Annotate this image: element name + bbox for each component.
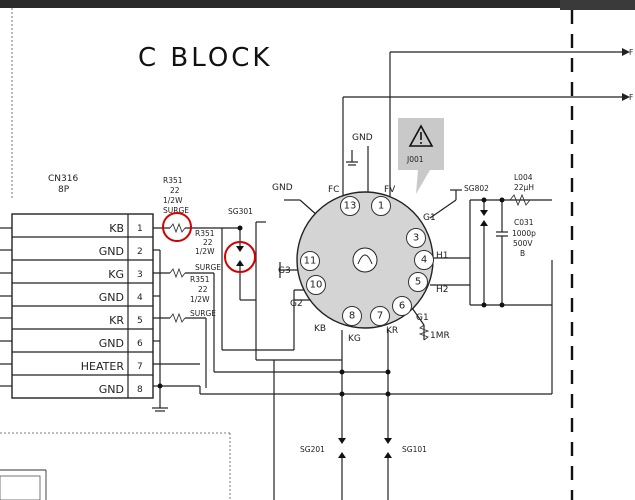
socket-pin-number: 5 <box>415 277 421 288</box>
socket-pin-circle <box>370 306 390 326</box>
svg-text:G1: G1 <box>423 213 436 223</box>
arrow-label-f2: F <box>629 93 633 102</box>
left-stubs <box>0 227 12 387</box>
bottom-left-traces <box>0 469 47 500</box>
connector-pin-number: 4 <box>137 293 143 303</box>
junction-dots <box>157 197 505 397</box>
connector-signal-name: KB <box>109 222 124 235</box>
svg-text:1000p: 1000p <box>512 229 536 238</box>
resistor-r351-2: R351 22 1/2W SURGE <box>195 229 221 272</box>
svg-text:SURGE: SURGE <box>195 263 221 272</box>
svg-text:22μH: 22μH <box>514 183 534 192</box>
block-title: C BLOCK <box>138 43 272 73</box>
svg-text:R351: R351 <box>163 176 183 185</box>
socket-pin-circle <box>408 272 428 292</box>
svg-text:1/2W: 1/2W <box>163 196 183 205</box>
j001-warning-tag: J001 <box>398 118 444 194</box>
socket-pin-circle <box>371 196 391 216</box>
svg-text:H2: H2 <box>436 285 449 295</box>
connector-signal-name: KR <box>109 314 124 327</box>
svg-text:GND: GND <box>272 183 293 193</box>
socket-pin-circle <box>414 250 434 270</box>
socket-pin-number: 13 <box>344 201 357 212</box>
svg-text:SG101: SG101 <box>402 445 427 454</box>
socket-pin-number: 10 <box>310 280 323 291</box>
connector-pin-number: 3 <box>137 270 143 280</box>
socket-pin-number: 3 <box>413 233 419 244</box>
connector-pin-number: 7 <box>137 362 143 372</box>
warning-triangle-icon <box>408 124 434 147</box>
socket-labels: FC FV GND GND SG301 SG802 SG201 SG101 G1… <box>228 133 536 454</box>
connector-pin-number: 5 <box>137 316 143 326</box>
highlight-markers <box>162 212 256 273</box>
socket-pin-circle <box>340 196 360 216</box>
heater-symbol <box>357 254 373 265</box>
svg-text:KG: KG <box>348 334 361 344</box>
connector-signal-name: GND <box>99 383 124 396</box>
svg-text:22: 22 <box>203 238 213 247</box>
arrow-label-f1: F <box>629 48 633 57</box>
connector-ref: CN316 <box>48 174 78 184</box>
svg-text:1MR: 1MR <box>430 331 450 341</box>
socket-pin-number: 7 <box>377 311 383 322</box>
connector-signal-name: HEATER <box>81 360 125 373</box>
resistor-r351-1: R351 22 1/2W SURGE <box>163 176 189 215</box>
output-arrows: F F <box>343 48 633 102</box>
svg-text:1/2W: 1/2W <box>195 247 215 256</box>
svg-text:SG301: SG301 <box>228 207 253 216</box>
svg-text:B: B <box>520 249 525 258</box>
svg-text:KR: KR <box>386 326 398 336</box>
svg-text:KB: KB <box>314 324 326 334</box>
highlight-circle-resistor <box>162 212 192 242</box>
highlight-circle-spark-gap <box>224 241 256 273</box>
svg-text:G2: G2 <box>290 299 303 309</box>
resistor-r351-3: R351 22 1/2W SURGE <box>190 275 216 318</box>
svg-text:SG802: SG802 <box>464 184 489 193</box>
socket-pin-circle <box>406 228 426 248</box>
svg-text:R351: R351 <box>195 229 215 238</box>
svg-text:500V: 500V <box>513 239 533 248</box>
svg-text:SURGE: SURGE <box>190 309 216 318</box>
svg-text:L004: L004 <box>514 173 533 182</box>
wiring <box>152 52 553 500</box>
connector-pin-number: 8 <box>137 385 143 395</box>
socket-pin-circle <box>306 275 326 295</box>
connector-signal-name: GND <box>99 291 124 304</box>
connector-pins: 8P <box>58 185 70 195</box>
socket-pin-number: 8 <box>349 311 355 322</box>
svg-text:FV: FV <box>384 185 396 195</box>
svg-text:22: 22 <box>170 186 180 195</box>
svg-text:G1: G1 <box>416 313 429 323</box>
socket-pin-circle <box>392 296 412 316</box>
socket-pin-circle <box>300 251 320 271</box>
svg-text:C031: C031 <box>514 218 534 227</box>
connector-signal-name: GND <box>99 245 124 258</box>
connector-signal-name: KG <box>108 268 124 281</box>
socket-pin-number: 1 <box>378 201 384 212</box>
j001-label: J001 <box>406 155 424 164</box>
svg-text:G3: G3 <box>278 266 291 276</box>
svg-text:SURGE: SURGE <box>163 206 189 215</box>
socket-pin-number: 11 <box>304 256 317 267</box>
connector-signal-name: GND <box>99 337 124 350</box>
socket-pin-number: 4 <box>421 255 427 266</box>
svg-text:SG201: SG201 <box>300 445 325 454</box>
svg-text:1/2W: 1/2W <box>190 295 210 304</box>
socket-pin-number: 6 <box>399 301 405 312</box>
svg-text:GND: GND <box>352 133 373 143</box>
svg-text:FC: FC <box>328 185 339 195</box>
connector-pin-number: 6 <box>137 339 143 349</box>
connector-pin-number: 2 <box>137 247 143 257</box>
svg-text:R351: R351 <box>190 275 210 284</box>
connector-pin-number: 1 <box>137 224 143 234</box>
svg-text:22: 22 <box>198 285 208 294</box>
top-right-edge <box>560 0 635 10</box>
top-edge <box>0 0 635 8</box>
socket-pin-circle <box>342 306 362 326</box>
svg-text:H1: H1 <box>436 251 449 261</box>
